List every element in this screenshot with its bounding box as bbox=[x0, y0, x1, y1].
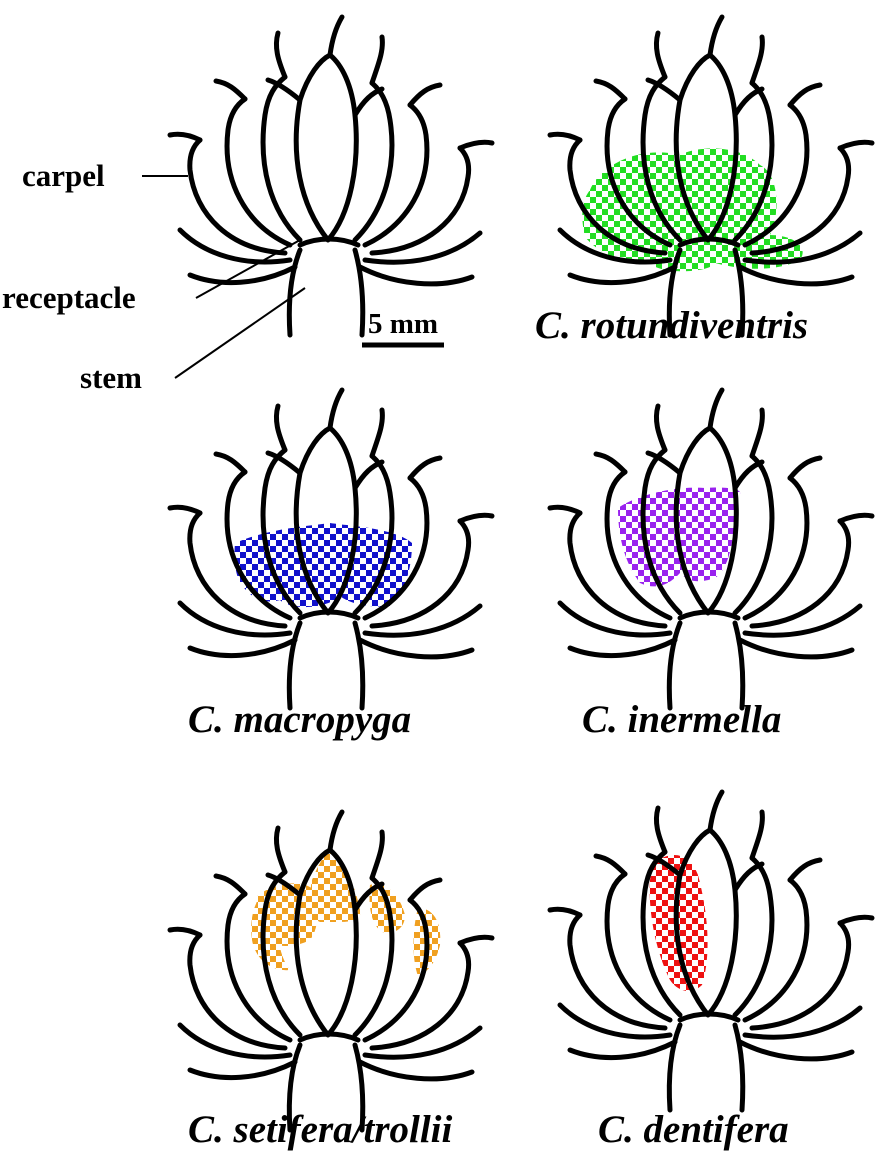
species-label-6: C. dentifera bbox=[598, 1108, 789, 1151]
flower-macropyga bbox=[170, 390, 492, 708]
flower-rotundiventris bbox=[550, 17, 872, 335]
flower-reference bbox=[170, 17, 492, 335]
label-stem: stem bbox=[80, 360, 142, 395]
species-label-5: C. setifera/trollii bbox=[188, 1108, 453, 1151]
label-carpel: carpel bbox=[22, 158, 105, 193]
flower-setifera-trollii bbox=[170, 812, 492, 1130]
flower-inermella bbox=[550, 390, 872, 708]
scale-bar-label: 5 mm bbox=[368, 308, 438, 340]
label-receptacle: receptacle bbox=[2, 280, 136, 315]
flower-dentifera bbox=[550, 792, 872, 1110]
species-label-2: C. rotundiventris bbox=[535, 304, 808, 347]
species-label-4: C. inermella bbox=[582, 698, 781, 741]
species-label-3: C. macropyga bbox=[188, 698, 411, 741]
leader-stem bbox=[175, 288, 305, 378]
